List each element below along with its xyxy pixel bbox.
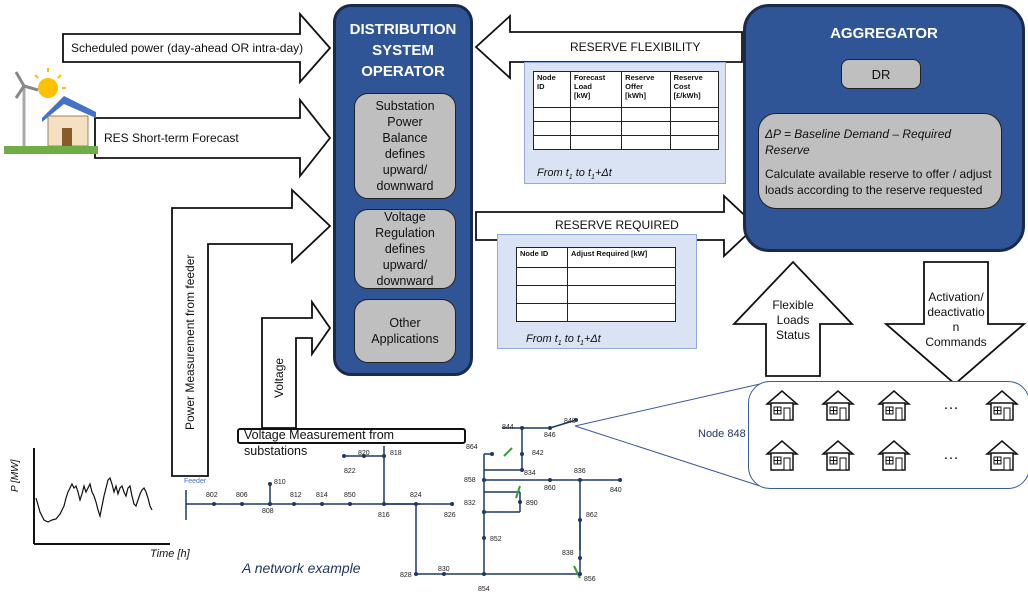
houses-panel: … … [748,381,1028,489]
voltage-arrow [261,299,332,429]
house-icon [985,390,1019,421]
node-label: 824 [410,492,422,499]
chart-ylabel: P [MW] [10,459,21,492]
table-header: Reserve Cost [£/kWh] [669,71,720,108]
power-measurement-arrow [171,187,332,477]
node-label: 862 [586,512,598,519]
node-label: 858 [464,477,476,484]
node-label: 850 [344,492,356,499]
node-label: 848 [564,418,576,425]
dso-title: DISTRIBUTION SYSTEM OPERATOR [349,21,457,80]
house-icon [877,390,911,421]
node-label: 840 [610,487,622,494]
reserve-calc-box: ΔP = Baseline Demand – Required Reserve … [758,113,1002,209]
house-icon [821,390,855,421]
house-icon [821,440,855,471]
node-label: 846 [544,432,556,439]
res-forecast-label: RES Short-term Forecast [104,131,239,145]
network-diagram [185,418,622,579]
node-label: 806 [236,492,248,499]
power-measurement-label: Power Measurement from feeder [183,254,197,430]
node-label: 816 [378,512,390,519]
chart-xlabel: Time [h] [150,548,190,560]
load-profile-chart [33,448,170,545]
node-label: 802 [206,492,218,499]
flexible-loads-arrow [731,260,855,377]
reserve-required-footer: From t1 to t1+Δt [526,333,601,348]
node848-connector [574,383,761,427]
node-label: 814 [316,492,328,499]
node-label: 826 [444,512,456,519]
node-label: 812 [290,492,302,499]
table-header: Node ID [516,247,568,268]
voltage-measurement-label: Voltage Measurement from [244,428,395,442]
reserve-required-label: RESERVE REQUIRED [555,218,679,232]
node-label: 842 [532,450,544,457]
node-label: 834 [524,470,536,477]
reserve-flexibility-table: Node ID Forecast Load [kW] Reserve Offer… [533,71,720,150]
voltage-label: Voltage [272,357,286,398]
voltage-measurement-box [237,428,466,444]
node-label: 854 [478,586,490,593]
node-label: 844 [502,424,514,431]
node-label: 820 [358,450,370,457]
voltage-regulation-box: Voltage Regulation defines upward/ downw… [354,209,456,289]
network-caption: A network example [242,560,361,576]
feeder-label: Feeder [184,478,207,485]
node-label: 864 [466,444,478,451]
dso-box: DISTRIBUTION SYSTEM OPERATOR Substation … [333,4,473,376]
aggregator-title: AGGREGATOR [830,25,938,42]
node-label: 810 [274,479,286,486]
table-header: Reserve Offer [kWh] [621,71,671,108]
table-header: Node ID [533,71,571,108]
renewable-house-icon [4,68,98,154]
activation-arrow [883,261,1027,386]
reserve-required-doc: Node ID Adjust Required [kW] From t1 to … [497,234,697,349]
res-forecast-arrow [94,97,332,179]
house-icon [765,390,799,421]
aggregator-box: AGGREGATOR DR ΔP = Baseline Demand – Req… [743,4,1025,252]
node-label: 860 [544,485,556,492]
node-label: 838 [562,550,574,557]
node-label: 830 [438,566,450,573]
scheduled-power-arrow [62,11,332,85]
table-header: Forecast Load [kW] [569,71,623,108]
node848-connector [574,425,761,487]
house-icon [765,440,799,471]
other-applications-box: Other Applications [354,299,456,363]
house-icon [877,440,911,471]
node-label: 822 [344,468,356,475]
node-label: 832 [464,500,476,507]
reserve-required-table: Node ID Adjust Required [kW] [516,247,676,322]
reserve-flexibility-label: RESERVE FLEXIBILITY [570,40,701,54]
reserve-flexibility-doc: Node ID Forecast Load [kW] Reserve Offer… [524,62,726,184]
node-label: 852 [490,536,502,543]
node-label: 808 [262,508,274,515]
node-label: 890 [526,500,538,507]
reserve-flexibility-footer: From t1 to t1+Δt [537,167,612,182]
voltage-measurement-label-2: substations [244,444,308,458]
node-label: 818 [390,450,402,457]
delta-p-equation: ΔP = Baseline Demand – Required Reserve [765,127,952,157]
node-label: 856 [584,576,596,583]
house-icon [985,440,1019,471]
scheduled-power-label: Scheduled power (day-ahead OR intra-day) [71,41,304,55]
load-profile-line [35,476,153,523]
reserve-calc-description: Calculate available reserve to offer / a… [765,167,992,197]
power-balance-box: Substation Power Balance defines upward/… [354,93,456,199]
table-header: Adjust Required [kW] [567,247,676,268]
dr-box: DR [841,59,921,89]
flexible-loads-label: Flexible Loads Status [772,298,814,342]
node848-label: Node 848 [698,428,746,440]
node-label: 836 [574,468,586,475]
node-label: 828 [400,572,412,579]
activation-label: Activation/ deactivatio n Commands [925,290,987,349]
ellipsis: … [943,396,959,413]
ellipsis: … [943,446,959,463]
